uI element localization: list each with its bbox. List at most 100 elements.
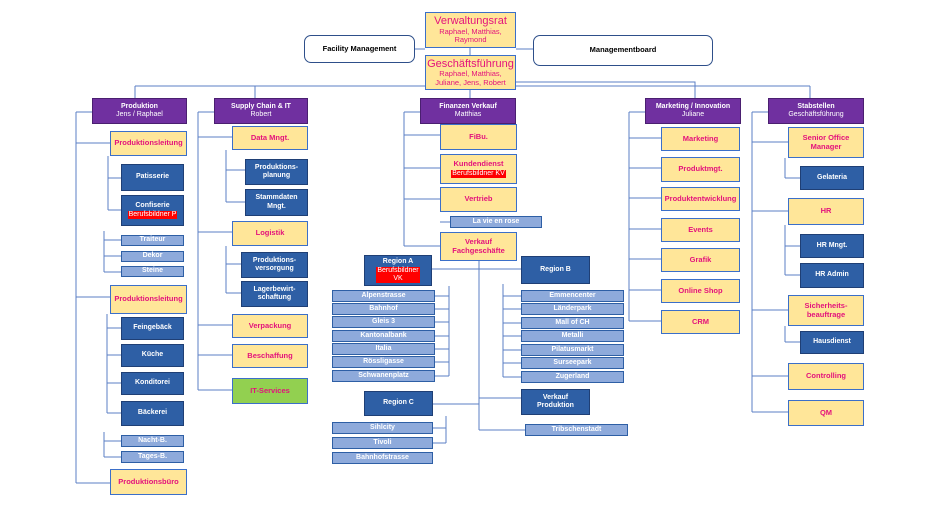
verwaltungsrat-title: Verwaltungsrat: [434, 15, 507, 28]
region-b-item: Mall of CH: [521, 317, 624, 329]
berufsbildner-vk-line2: VK: [393, 275, 403, 283]
gelateria-box: Gelateria: [800, 166, 864, 190]
region-b-item: Metalli: [521, 330, 624, 342]
produktionsversorgung-line1: Produktions-: [252, 256, 297, 264]
region-c-item: Bahnhofstrasse: [332, 452, 433, 464]
stammdaten-box: Stammdaten Mngt.: [245, 189, 308, 216]
facility-management-box: Facility Management: [304, 35, 415, 63]
marketing-item: Produktentwicklung: [661, 187, 740, 211]
confiserie-box: Confiserie Berufsbildner P: [121, 195, 184, 226]
senior-office-manager-line2: Manager: [810, 141, 842, 151]
dept-marketing-people: Juliane: [681, 111, 705, 118]
dept-produktion-people: Jens / Raphael: [116, 111, 163, 118]
region-c-box: Region C: [364, 391, 433, 416]
marketing-item: Events: [661, 218, 740, 242]
region-b-item: Zugerland: [521, 371, 624, 383]
berufsbildner-kv-tag: Berufsbildner KV: [451, 169, 506, 178]
confiserie-label: Confiserie: [135, 201, 170, 209]
hr-mngt-box: HR Mngt.: [800, 234, 864, 258]
logistik-box: Logistik: [232, 221, 308, 246]
verkauf-produktion-line1: Verkauf: [542, 393, 569, 401]
tages-b-box: Tages-B.: [121, 451, 184, 463]
dept-supply: Supply Chain & IT Robert: [214, 98, 308, 124]
verkauf-fachgeschaefte-line2: Fachgeschäfte: [452, 245, 505, 255]
region-a-item: Alpenstrasse: [332, 290, 435, 302]
region-a-item: Rössligasse: [332, 356, 435, 368]
sicherheitsbeauftrage-box: Sicherheits- beauftrage: [788, 295, 864, 326]
verwaltungsrat-line2: Raymond: [454, 35, 487, 45]
senior-office-manager-box: Senior Office Manager: [788, 127, 864, 158]
lagerbewirtschaftung-box: Lagerbewirt- schaftung: [241, 281, 308, 307]
dept-finanzen-title: Finanzen Verkauf: [439, 102, 497, 110]
vertrieb-box: Vertrieb: [440, 187, 517, 212]
geschaeftsfuehrung-title: Geschäftsführung: [427, 57, 514, 70]
verkauf-fachgeschaefte-box: Verkauf Fachgeschäfte: [440, 232, 517, 261]
hr-admin-box: HR Admin: [800, 263, 864, 288]
hr-box: HR: [788, 198, 864, 225]
verkauf-produktion-line2: Produktion: [537, 402, 574, 409]
sicherheitsbeauftrage-line2: beauftrage: [806, 309, 846, 319]
dept-produktion: Produktion Jens / Raphael: [92, 98, 187, 124]
managementboard-box: Managementboard: [533, 35, 713, 66]
region-b-item: Pilatusmarkt: [521, 344, 624, 356]
region-a-box: Region A Berufsbildner VK: [364, 255, 432, 286]
patisserie-box: Patisserie: [121, 164, 184, 191]
lagerbewirtschaftung-line1: Lagerbewirt-: [253, 285, 296, 293]
region-c-item: Tivoli: [332, 437, 433, 449]
konditorei-box: Konditorei: [121, 372, 184, 395]
stammdaten-line2: Mngt.: [267, 202, 286, 210]
qm-box: QM: [788, 400, 864, 426]
kueche-box: Küche: [121, 344, 184, 367]
fibu-box: FiBu.: [440, 124, 517, 150]
region-b-item: Emmencenter: [521, 290, 624, 302]
produktionsversorgung-box: Produktions- versorgung: [241, 252, 308, 278]
geschaeftsfuehrung-line1: Raphael, Matthias,: [439, 69, 502, 79]
verkauf-produktion-box: Verkauf Produktion: [521, 389, 590, 415]
baeckerei-box: Bäckerei: [121, 401, 184, 426]
berufsbildner-vk-tag: Berufsbildner VK: [376, 266, 420, 284]
marketing-item: CRM: [661, 310, 740, 334]
region-a-item: Schwanenplatz: [332, 370, 435, 382]
produktionsplanung-line1: Produktions-: [254, 163, 299, 171]
region-b-item: Surseepark: [521, 357, 624, 369]
produktionsversorgung-line2: versorgung: [255, 265, 294, 272]
kundendienst-label: Kundendienst: [453, 159, 504, 169]
verpackung-box: Verpackung: [232, 314, 308, 338]
feingebaeck-box: Feingebäck: [121, 317, 184, 340]
produktionsplanung-box: Produktions- planung: [245, 159, 308, 185]
produktionsleitung-1: Produktionsleitung: [110, 131, 187, 156]
it-services-box: IT-Services: [232, 378, 308, 404]
verwaltungsrat-line1: Raphael, Matthias,: [439, 26, 502, 36]
dept-marketing: Marketing / Innovation Juliane: [645, 98, 741, 124]
region-a-item: Bahnhof: [332, 303, 435, 315]
berufsbildner-vk-line1: Berufsbildner: [377, 266, 419, 274]
data-mngt-box: Data Mngt.: [232, 126, 308, 150]
produktionsbuero-box: Produktionsbüro: [110, 469, 187, 495]
verkauf-fachgeschaefte-line1: Verkauf: [464, 236, 493, 246]
senior-office-manager-line1: Senior Office: [802, 132, 850, 142]
dept-finanzen: Finanzen Verkauf Matthias: [420, 98, 516, 124]
controlling-box: Controlling: [788, 363, 864, 390]
region-b-box: Region B: [521, 256, 590, 284]
region-a-item: Italia: [332, 343, 435, 355]
geschaeftsfuehrung-box: Geschäftsführung Raphael, Matthias, Juli…: [425, 55, 516, 90]
region-b-item: Länderpark: [521, 303, 624, 315]
hausdienst-box: Hausdienst: [800, 331, 864, 354]
dept-supply-title: Supply Chain & IT: [231, 102, 291, 110]
beschaffung-box: Beschaffung: [232, 344, 308, 368]
geschaeftsfuehrung-line2: Juliane, Jens, Robert: [435, 77, 506, 87]
lagerbewirtschaftung-line2: schaftung: [257, 294, 292, 301]
produktionsplanung-line2: planung: [262, 172, 291, 179]
stammdaten-line1: Stammdaten: [255, 194, 298, 202]
produktionsleitung-2: Produktionsleitung: [110, 285, 187, 314]
dept-stab-title: Stabstellen: [797, 102, 835, 110]
marketing-item: Marketing: [661, 127, 740, 151]
marketing-item: Produktmgt.: [661, 157, 740, 182]
sicherheitsbeauftrage-line1: Sicherheits-: [804, 300, 848, 310]
dept-produktion-title: Produktion: [121, 102, 158, 110]
dekor-box: Dekor: [121, 251, 184, 262]
dept-supply-people: Robert: [250, 111, 272, 118]
berufsbildner-p-tag: Berufsbildner P: [127, 211, 178, 220]
region-c-item: Sihlcity: [332, 422, 433, 434]
